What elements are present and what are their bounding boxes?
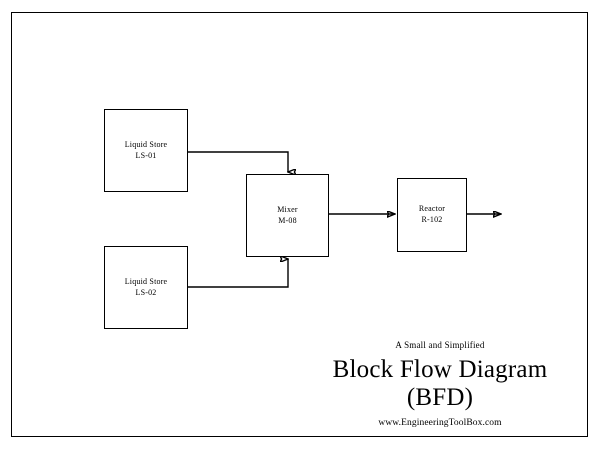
block-label-line2: R-102	[421, 215, 443, 224]
diagram-border	[11, 12, 588, 437]
block-reactor-r102[interactable]: Reactor R-102	[397, 178, 467, 252]
block-liquid-store-ls01[interactable]: Liquid Store LS-01	[104, 109, 188, 192]
block-label-line2: LS-01	[135, 150, 157, 160]
block-label-line2: M-08	[278, 215, 297, 225]
block-label-line1: Mixer	[277, 204, 298, 214]
diagram-title: Block Flow Diagram	[332, 356, 548, 383]
block-mixer-m08[interactable]: Mixer M-08	[246, 174, 329, 257]
block-label-line1: Liquid Store	[124, 139, 168, 149]
connector-ls02-to-mixer	[188, 259, 288, 288]
diagram-abbreviation: (BFD)	[406, 384, 474, 411]
block-label-line2: LS-02	[135, 287, 157, 297]
title-block: A Small and Simplified Block Flow Diagra…	[300, 340, 580, 428]
diagram-subtitle: A Small and Simplified	[395, 340, 485, 350]
block-liquid-store-ls02[interactable]: Liquid Store LS-02	[104, 246, 188, 329]
diagram-credit: www.EngineeringToolBox.com	[378, 418, 502, 428]
block-label-line1: Liquid Store	[124, 276, 168, 286]
connector-ls01-to-mixer	[188, 151, 288, 172]
block-label-line1: Reactor	[418, 204, 446, 214]
